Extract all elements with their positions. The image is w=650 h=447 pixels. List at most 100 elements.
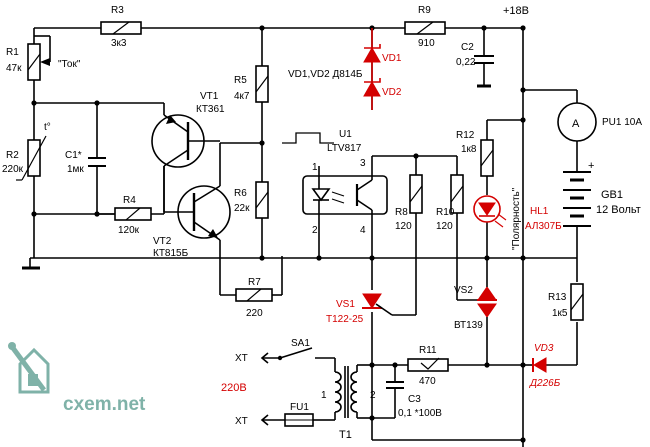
transistor-vt1: VT1 КТ361 <box>151 91 225 168</box>
resistor-r6: R6 22к <box>234 181 269 219</box>
resistor-r12: R12 1к8 <box>456 130 494 177</box>
r9-ref: R9 <box>418 5 431 16</box>
vt1-ref: VT1 <box>200 91 219 102</box>
wires <box>22 27 578 447</box>
t1-ref: T1 <box>339 429 352 441</box>
r5-value: 4к7 <box>234 91 250 102</box>
vd1-ref: VD1 <box>382 53 402 64</box>
c2-ref: C2 <box>461 42 474 53</box>
watermark-text: cxem.net <box>63 394 146 415</box>
led-hl1: HL1 АЛ307Б "Полярность" <box>473 187 562 250</box>
hl1-ref: HL1 <box>530 206 549 217</box>
r2-symbol: t° <box>44 122 51 133</box>
vt2-ref: VT2 <box>153 236 172 247</box>
c3-ref: C3 <box>408 394 421 405</box>
r2-value: 220к <box>2 164 24 175</box>
resistor-r13: R13 1к5 <box>548 283 584 321</box>
supply-label: +18В <box>503 5 529 17</box>
r13-value: 1к5 <box>552 308 568 319</box>
diode-vd3: VD3 Д226Б <box>529 343 561 389</box>
battery-plus: + <box>588 160 594 172</box>
meter-symbol: A <box>572 118 580 130</box>
r7-ref: R7 <box>248 277 261 288</box>
r6-ref: R6 <box>234 188 247 199</box>
resistor-r10: R10 120 <box>436 174 464 232</box>
c1-value: 1мк <box>67 164 84 175</box>
resistor-r8: R8 120 <box>395 174 423 232</box>
resistor-r9: R9 910 <box>404 5 446 49</box>
vd3-type: Д226Б <box>529 378 561 389</box>
resistor-r7: R7 220 <box>235 277 273 319</box>
zener-label: VD1,VD2 Д814Б <box>288 69 363 80</box>
cxem-logo <box>7 342 50 394</box>
vs1-ref: VS1 <box>336 299 355 310</box>
r11-value: 470 <box>419 376 436 387</box>
capacitor-c3: C3 0,1 *100В <box>386 381 442 419</box>
transistor-vt2: VT2 КТ815Б <box>153 143 231 259</box>
thyristor-vs2: VS2 ВТ139 <box>454 283 497 331</box>
optocoupler-u1: U1 LTV817 1 2 3 4 <box>302 129 388 236</box>
hl1-note: "Полярность" <box>511 187 522 250</box>
r4-value: 120к <box>118 225 140 236</box>
r1-note: "Ток" <box>58 59 81 70</box>
u1-ref: U1 <box>339 129 352 140</box>
ammeter-pu1: A PU1 10А <box>557 102 642 142</box>
fuse-fu1: FU1 <box>290 402 309 413</box>
battery-value: 12 Вольт <box>596 204 641 216</box>
plug-top: XT <box>235 353 248 364</box>
r13-ref: R13 <box>548 292 567 303</box>
meter-ref: PU1 10А <box>602 117 642 128</box>
u1-pin1: 1 <box>312 162 318 173</box>
switch-sa1: SA1 <box>291 338 310 349</box>
r2-ref: R2 <box>6 150 19 161</box>
r11-ref: R11 <box>419 345 437 356</box>
r3-ref: R3 <box>111 5 124 16</box>
resistor-r11: R11 470 <box>407 345 449 387</box>
t1-primary: 1 <box>321 390 327 401</box>
vs1-type: Т122-25 <box>326 314 364 325</box>
r1-ref: R1 <box>6 47 19 58</box>
capacitor-c2: C2 0,22 <box>456 40 494 88</box>
r12-value: 1к8 <box>461 144 477 155</box>
r10-value: 120 <box>436 221 453 232</box>
resistor-r1-pot: R1 47к "Ток" <box>6 43 81 81</box>
u1-pin4: 4 <box>360 225 366 236</box>
resistor-r5: R5 4к7 <box>234 65 269 103</box>
vt1-type: КТ361 <box>196 104 225 115</box>
r10-ref: R10 <box>436 207 455 218</box>
r8-ref: R8 <box>395 207 408 218</box>
transformer-t1: 1 2 T1 <box>321 366 376 441</box>
hl1-type: АЛ307Б <box>525 221 562 232</box>
r1-value: 47к <box>6 63 22 74</box>
c1-ref: C1* <box>65 150 82 161</box>
c3-value: 0,1 *100В <box>398 408 442 419</box>
vs2-ref: VS2 <box>454 285 473 296</box>
r9-value: 910 <box>418 38 435 49</box>
mains-voltage: 220В <box>221 382 247 394</box>
r3-value: 3к3 <box>111 38 127 49</box>
capacitor-c1: C1* 1мк <box>65 150 106 175</box>
r8-value: 120 <box>395 221 412 232</box>
r12-ref: R12 <box>456 130 475 141</box>
vs2-type: ВТ139 <box>454 320 483 331</box>
r6-value: 22к <box>234 203 250 214</box>
u1-pin3: 3 <box>360 158 366 169</box>
zener-vd1-vd2: VD1 VD2 VD1,VD2 Д814Б <box>288 28 402 110</box>
resistor-r3: R3 3к3 <box>100 5 142 49</box>
u1-pin2: 2 <box>312 225 318 236</box>
r5-ref: R5 <box>234 75 247 86</box>
resistor-r2-thermistor: t° R2 220к <box>2 122 51 181</box>
t1-secondary: 2 <box>370 390 376 401</box>
battery-gb1: + GB1 12 Вольт <box>563 160 641 227</box>
u1-type: LTV817 <box>327 143 362 154</box>
junctions <box>31 25 526 443</box>
r7-value: 220 <box>246 308 263 319</box>
plug-bottom: XT <box>235 416 248 427</box>
thyristor-vs1: VS1 Т122-25 <box>326 293 393 325</box>
vd3-ref: VD3 <box>534 343 554 354</box>
mains-input: XT XT SA1 FU1 220В <box>221 338 314 427</box>
c2-value: 0,22 <box>456 57 476 68</box>
vt2-type: КТ815Б <box>153 248 189 259</box>
resistor-r4: R4 120к <box>97 195 152 236</box>
